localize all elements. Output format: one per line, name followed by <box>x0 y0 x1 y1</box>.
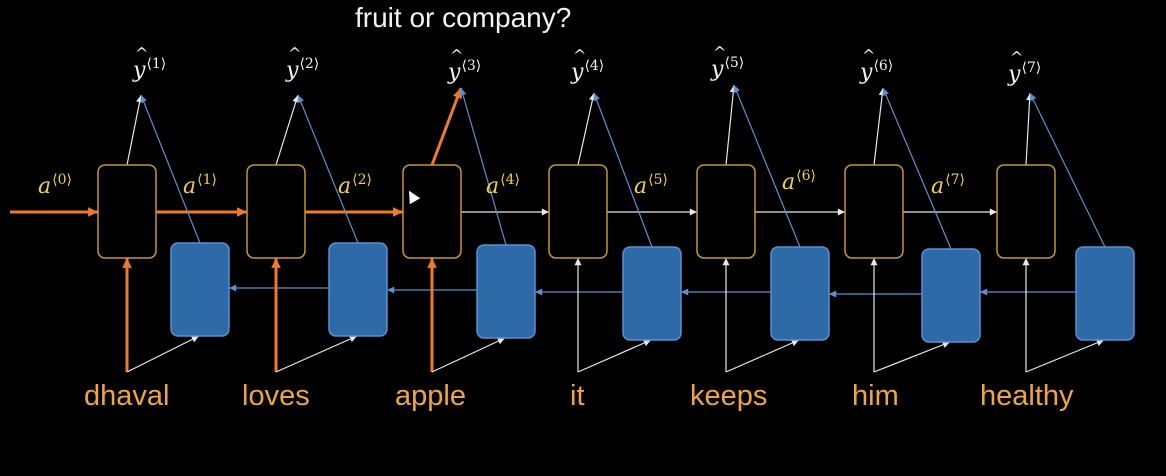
output-arrow <box>275 94 299 166</box>
input-arrow-head <box>122 258 132 268</box>
backward-arrow-head <box>980 288 988 296</box>
forward-arrow-head <box>989 208 997 216</box>
backward-output-arrow <box>1029 92 1106 248</box>
backward-output-arrow <box>297 94 359 244</box>
output-arrow <box>1025 92 1031 166</box>
input-arrow-head <box>722 258 730 266</box>
output-arrow-head <box>292 95 300 103</box>
forward-cell <box>996 164 1056 259</box>
word-label: him <box>852 380 899 412</box>
activation-label: a⟨5⟩ <box>634 172 668 199</box>
output-label: y⟨7⟩ <box>1008 48 1041 87</box>
backward-cell <box>921 248 981 343</box>
forward-input-arrow-head <box>88 207 98 217</box>
output-label: y⟨2⟩ <box>286 44 319 83</box>
backward-cell <box>1075 246 1135 341</box>
question-title: fruit or company? <box>355 2 572 33</box>
output-label: y⟨1⟩ <box>133 44 166 83</box>
forward-cell <box>97 164 157 259</box>
output-arrow <box>725 84 735 166</box>
input-arrow-head <box>271 258 281 268</box>
input-to-backward-arrow-head <box>791 339 799 347</box>
backward-output-arrow-head <box>1030 93 1037 101</box>
input-to-backward-arrow <box>126 335 200 373</box>
backward-cell <box>622 246 682 341</box>
backward-cell <box>328 242 388 337</box>
backward-arrow-head <box>387 286 395 294</box>
output-arrow <box>873 87 884 166</box>
word-label: loves <box>242 380 310 412</box>
output-label: y⟨6⟩ <box>860 46 893 85</box>
forward-cell <box>246 164 306 259</box>
input-to-backward-arrow-head <box>643 339 651 347</box>
output-label: y⟨5⟩ <box>711 43 744 82</box>
backward-output-arrow <box>882 87 952 250</box>
backward-output-arrow-head <box>882 88 890 96</box>
backward-arrow-head <box>229 284 237 292</box>
input-to-backward-arrow <box>431 337 506 373</box>
output-arrow <box>126 94 142 166</box>
input-arrow-head <box>1022 258 1030 266</box>
forward-arrow-head <box>689 208 697 216</box>
input-to-backward-arrow <box>577 339 652 373</box>
activation-label: a⟨6⟩ <box>782 168 816 195</box>
output-arrow <box>577 92 595 166</box>
input-to-backward-arrow <box>275 335 358 373</box>
backward-arrow-head <box>681 288 689 296</box>
word-label: dhaval <box>84 380 170 412</box>
word-label: keeps <box>690 380 768 412</box>
forward-arrow-head <box>541 208 549 216</box>
input-to-backward-arrow <box>873 341 951 373</box>
forward-cell <box>548 164 608 259</box>
word-label: it <box>570 380 585 412</box>
input-arrow-head <box>427 258 437 268</box>
activation-label: a⟨4⟩ <box>486 172 520 199</box>
word-label: apple <box>395 380 466 412</box>
backward-output-arrow <box>733 84 801 248</box>
backward-output-arrow <box>460 87 507 246</box>
forward-cell <box>844 164 904 259</box>
activation-label: a⟨1⟩ <box>183 172 217 199</box>
input-to-backward-arrow <box>725 339 800 373</box>
output-arrow-head <box>453 88 462 99</box>
backward-output-arrow <box>593 92 653 248</box>
forward-arrow-head <box>237 207 247 217</box>
output-label: y⟨3⟩ <box>448 46 481 85</box>
output-arrow <box>430 87 463 166</box>
backward-output-arrow-head <box>297 95 304 103</box>
input-to-backward-arrow-head <box>497 337 505 345</box>
input-to-backward-arrow <box>1025 339 1105 373</box>
forward-cell <box>696 164 756 259</box>
input-arrow-head <box>574 258 582 266</box>
backward-output-arrow-head <box>459 88 467 96</box>
backward-cell <box>476 244 536 339</box>
output-label: y⟨4⟩ <box>571 46 604 85</box>
backward-output-arrow-head <box>593 93 600 101</box>
activation-label: a⟨2⟩ <box>338 172 372 199</box>
input-arrow-head <box>870 258 878 266</box>
backward-arrow-head <box>535 288 543 296</box>
activation-label: a⟨7⟩ <box>931 172 965 199</box>
input-to-backward-arrow-head <box>191 336 199 343</box>
backward-output-arrow-head <box>140 95 147 103</box>
forward-arrow-head <box>837 208 845 216</box>
backward-output-arrow-head <box>733 85 740 93</box>
input-to-backward-arrow-head <box>349 335 357 343</box>
forward-arrow-head <box>393 207 403 217</box>
word-label: healthy <box>980 380 1074 412</box>
forward-cell <box>402 164 462 259</box>
backward-arrow-head <box>829 290 837 298</box>
input-to-backward-arrow-head <box>1096 339 1104 346</box>
backward-output-arrow <box>140 94 201 244</box>
activation-label: a⟨0⟩ <box>38 172 72 199</box>
backward-cell <box>170 242 230 337</box>
backward-cell <box>770 246 830 341</box>
input-to-backward-arrow-head <box>942 341 950 348</box>
